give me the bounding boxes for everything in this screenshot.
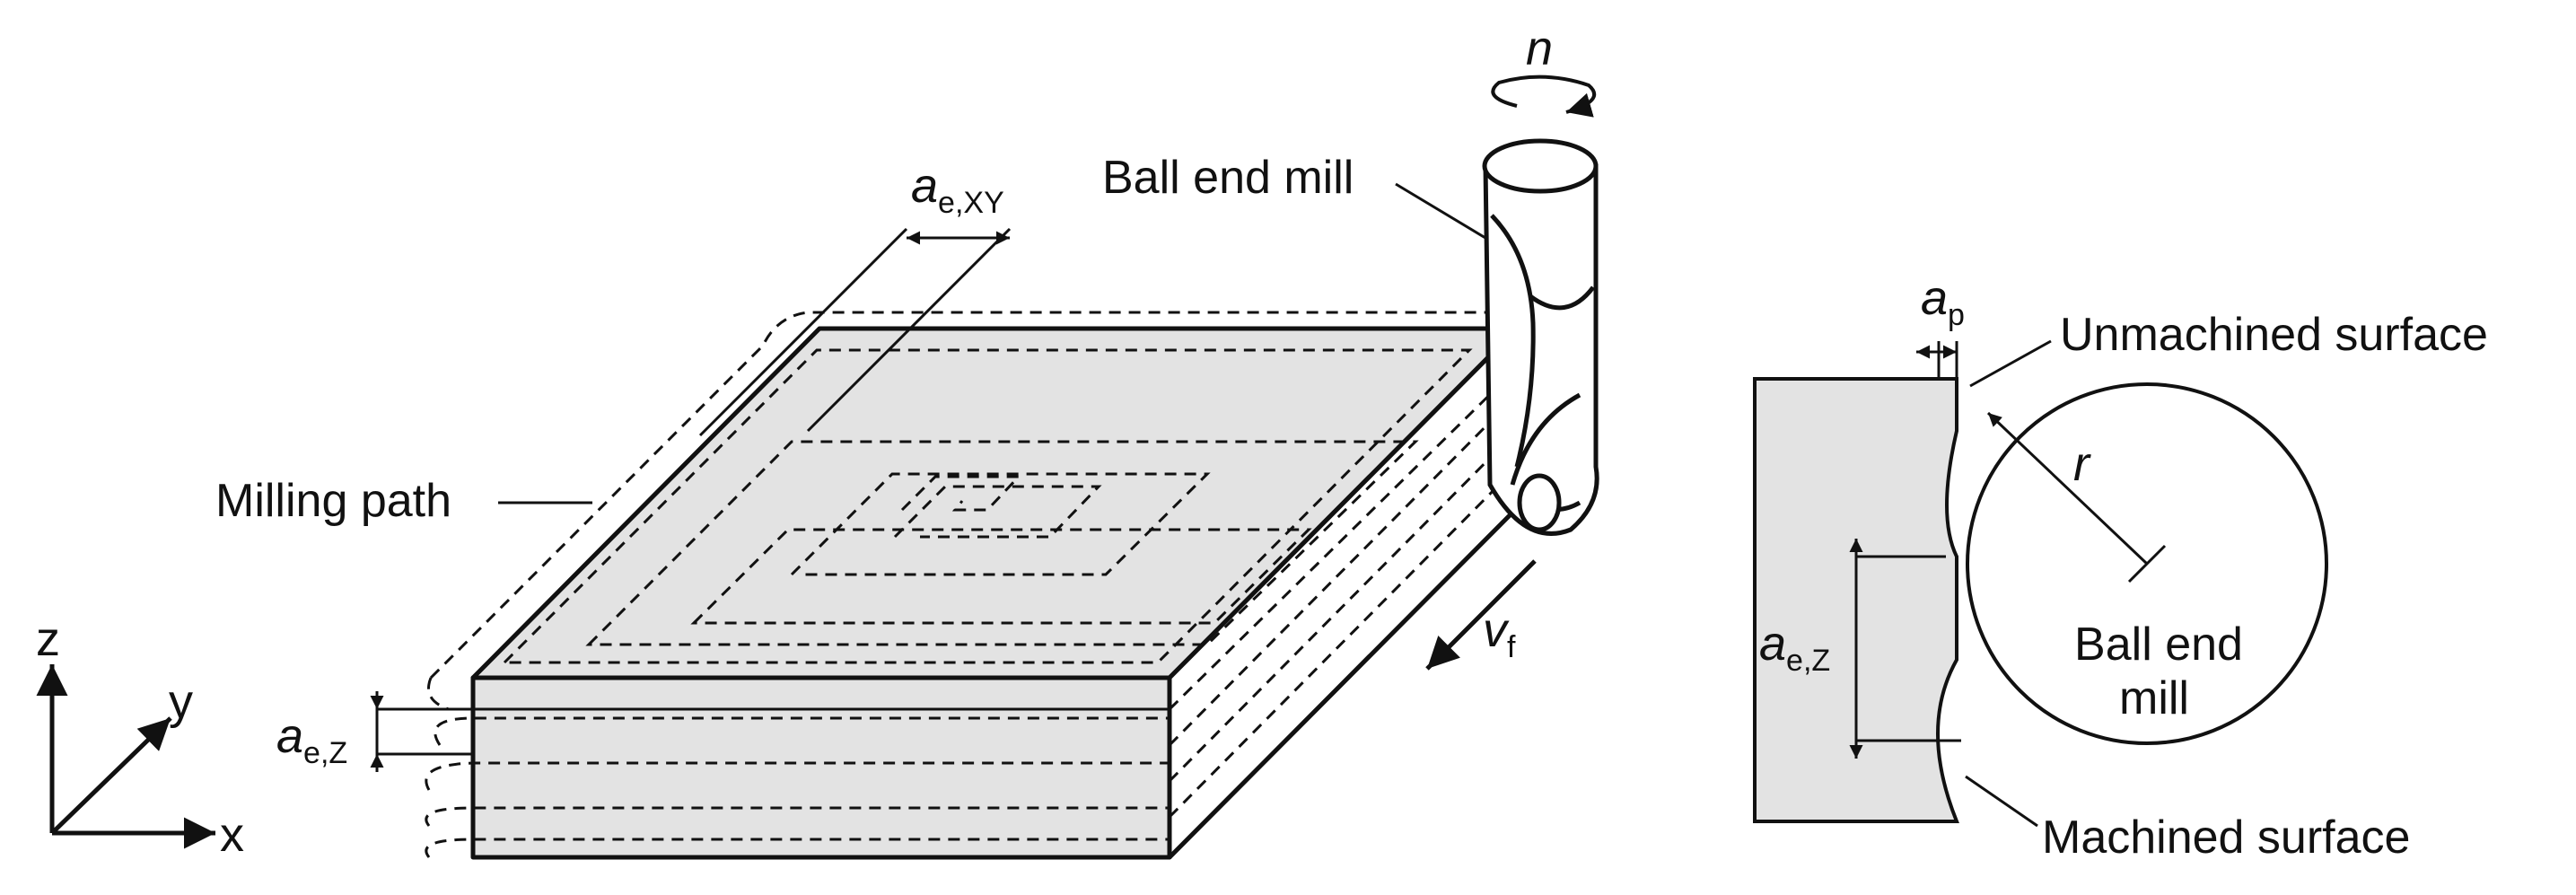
- radius-dimension: [1986, 411, 2167, 584]
- feed-arrow: [1425, 559, 1537, 671]
- step-over-symbol: ae,XY: [911, 159, 1004, 220]
- step-down-dimension: [370, 691, 473, 772]
- machined-surface-label: Machined surface: [2042, 812, 2410, 864]
- spindle-speed-symbol: n: [1526, 22, 1553, 75]
- unmachined-surface-label: Unmachined surface: [2060, 309, 2488, 361]
- radius-symbol: r: [2073, 437, 2091, 491]
- ball-end-mill-inner-label-2: mill: [2119, 672, 2189, 724]
- feed-velocity-symbol: vf: [1483, 603, 1516, 664]
- step-down-right-dimension: [1849, 539, 1961, 759]
- workpiece-front-face: [470, 675, 1172, 860]
- step-down-symbol: ae,Z: [276, 709, 347, 770]
- depth-of-cut-symbol: ap: [1921, 271, 1965, 332]
- machined-surface-leader: [1965, 775, 2038, 828]
- axis-z-label: z: [36, 612, 60, 666]
- step-over-dimension: [698, 227, 1012, 437]
- ball-end-mill-label: Ball end mill: [1102, 152, 1354, 204]
- axis-y-label: y: [169, 675, 193, 729]
- unmachined-surface-leader: [1969, 339, 2052, 388]
- coordinate-axes: [36, 664, 215, 849]
- depth-of-cut-dimension: [1916, 341, 1958, 379]
- ball-end-mill-inner-label-1: Ball end: [2074, 619, 2243, 671]
- rotation-arrow: [1491, 75, 1596, 118]
- axis-x-label: x: [220, 808, 244, 862]
- milling-path: [425, 311, 1519, 858]
- ball-end-mill-tool: [1482, 138, 1599, 536]
- step-down-right-symbol: ae,Z: [1759, 617, 1830, 678]
- milling-path-label: Milling path: [215, 475, 451, 527]
- ball-end-mill-leader: [1395, 182, 1486, 240]
- workpiece: [470, 326, 1520, 860]
